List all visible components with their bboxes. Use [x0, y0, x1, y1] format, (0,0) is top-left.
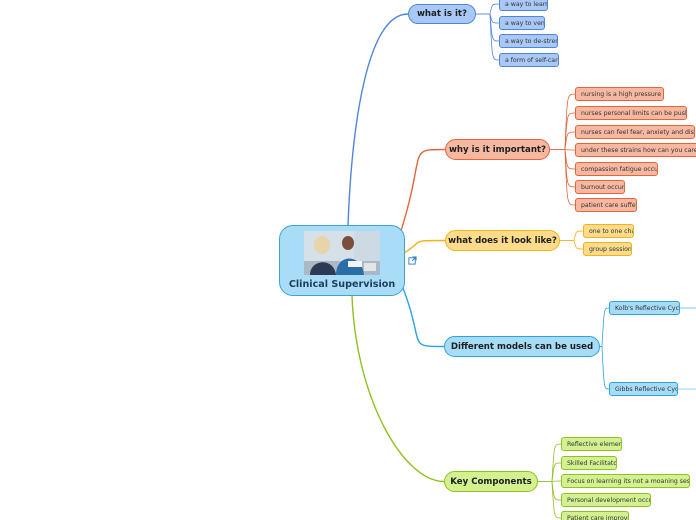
- central-topic[interactable]: Clinical Supervision: [279, 225, 405, 296]
- branch-connector: [397, 239, 446, 258]
- topic-patient-care-improves[interactable]: Patient care improves: [561, 511, 629, 520]
- child-connector: [564, 93, 576, 150]
- topic-patient-care-suffers[interactable]: patient care suffers: [575, 198, 637, 212]
- child-connector: [564, 131, 576, 150]
- child-connector: [551, 481, 562, 519]
- branch-connector: [397, 275, 445, 348]
- child-connector: [551, 480, 562, 482]
- topic-a-way-to-vent[interactable]: a way to vent: [499, 16, 545, 30]
- topic-a-way-to-de-stress[interactable]: a way to de-stress: [499, 34, 558, 48]
- child-connector: [551, 443, 562, 482]
- child-connector: [564, 149, 576, 170]
- child-connector: [489, 13, 500, 61]
- topic-focus-on-learning-its-not-a-moaning-session[interactable]: Focus on learning its not a moaning sess…: [561, 474, 690, 488]
- branch-connector: [397, 148, 446, 241]
- topic-nurses-personal-limits-can-be-pushed[interactable]: nurses personal limits can be pushed: [575, 106, 687, 120]
- child-connector: [551, 462, 562, 482]
- child-connector: [573, 230, 584, 241]
- topic-skilled-facilitator[interactable]: Skilled Facilitator: [561, 456, 617, 470]
- topic-a-way-to-learn[interactable]: a way to learn: [499, 0, 548, 11]
- topic-compassion-fatigue-occurs[interactable]: compassion fatigue occurs: [575, 162, 658, 176]
- topic-reflective-element[interactable]: Reflective element: [561, 437, 622, 451]
- branch-what-is-it[interactable]: what is it?: [408, 4, 476, 24]
- branch-connector: [347, 13, 409, 226]
- topic-gibbs-reflective-cycle[interactable]: Gibbs Reflective Cycle: [609, 382, 678, 396]
- child-connector: [489, 3, 500, 15]
- clinical-supervision-photo: [304, 231, 380, 275]
- topic-nurses-can-feel-fear-anxiety-and-distress[interactable]: nurses can feel fear, anxiety and distre…: [575, 125, 695, 139]
- external-link-icon[interactable]: [407, 256, 417, 266]
- branch-different-models-can-be-used[interactable]: Different models can be used: [444, 336, 600, 357]
- child-connector: [601, 307, 610, 347]
- child-connector: [489, 13, 500, 24]
- child-connector: [564, 149, 576, 151]
- photo-illustration: [304, 231, 380, 275]
- branch-connector: [351, 295, 445, 483]
- central-topic-title: Clinical Supervision: [288, 279, 396, 290]
- topic-personal-development-occurs[interactable]: Personal development occurs: [561, 493, 651, 507]
- topic-kolb-s-reflective-cycle[interactable]: Kolb's Reflective Cycle: [609, 301, 680, 315]
- branch-why-is-it-important[interactable]: why is it important?: [445, 139, 550, 160]
- child-connector: [573, 240, 584, 250]
- child-connector: [564, 149, 576, 206]
- topic-under-these-strains-how-can-you-care-for-others[interactable]: under these strains how can you care for…: [575, 143, 696, 157]
- topic-group-session[interactable]: group session: [583, 242, 632, 256]
- branch-what-does-it-look-like[interactable]: what does it look like?: [445, 230, 560, 251]
- topic-a-form-of-self-care[interactable]: a form of self-care: [499, 53, 559, 67]
- topic-burnout-occurs[interactable]: burnout occurs: [575, 180, 625, 194]
- topic-one-to-one-chat[interactable]: one to one chat: [583, 224, 634, 238]
- child-connector: [601, 346, 610, 390]
- branch-key-components[interactable]: Key Components: [444, 471, 538, 492]
- child-connector: [564, 112, 576, 150]
- topic-nursing-is-a-high-pressure-career[interactable]: nursing is a high pressure career: [575, 87, 664, 101]
